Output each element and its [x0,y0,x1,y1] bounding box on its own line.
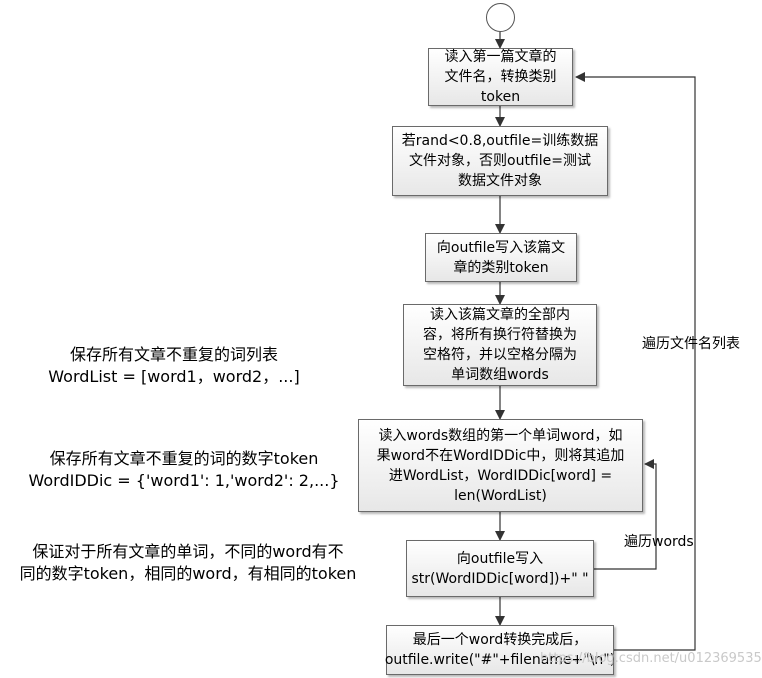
step-5-text: 读入words数组的第一个单词word，如 果word不在WordIDDic中，… [376,427,625,504]
note-wordiddic: 保存所有文章不重复的词的数字token WordIDDic = {'word1'… [28,449,340,490]
step-read-first-filename: 读入第一篇文章的 文件名，转换类别 token [428,48,573,106]
start-node [486,3,515,32]
watermark: https://blog.csdn.net/u012369535 [540,651,762,666]
note-wordlist: 保存所有文章不重复的词列表 WordList = [word1，word2，..… [48,345,300,386]
step-7-text: 最后一个word转换完成后， outfile.write("#"+filenam… [384,632,616,668]
loop-outer-edge [575,72,696,651]
step-write-word-token: 向outfile写入 str(WordIDDic[word])+" " [406,540,594,597]
step-write-class-token: 向outfile写入该篇文 章的类别token [425,233,577,282]
step-3-text: 向outfile写入该篇文 章的类别token [436,239,566,276]
loop-inner-label: 遍历words [624,534,694,550]
step-4-text: 读入该篇文章的全部内 容，将所有换行符替换为 空格符，并以空格分隔为 单词数组w… [423,307,577,383]
note-token-guarantee: 保证对于所有文章的单词，不同的word有不 同的数字token，相同的word，… [19,542,357,583]
step-write-filename: 最后一个word转换完成后， outfile.write("#"+filenam… [384,625,616,675]
step-process-word: 读入words数组的第一个单词word，如 果word不在WordIDDic中，… [358,419,643,512]
loop-inner-edge [594,459,657,570]
step-read-article-words: 读入该篇文章的全部内 容，将所有换行符替换为 空格符，并以空格分隔为 单词数组w… [403,304,597,386]
step-2-text: 若rand<0.8,outfile=训练数据 文件对象，否则outfile=测试… [401,133,599,189]
step-6-text: 向outfile写入 str(WordIDDic[word])+" " [411,550,589,587]
loop-outer-label: 遍历文件名列表 [642,336,740,352]
step-choose-outfile: 若rand<0.8,outfile=训练数据 文件对象，否则outfile=测试… [392,126,608,196]
step-1-text: 读入第一篇文章的 文件名，转换类别 token [444,49,557,105]
